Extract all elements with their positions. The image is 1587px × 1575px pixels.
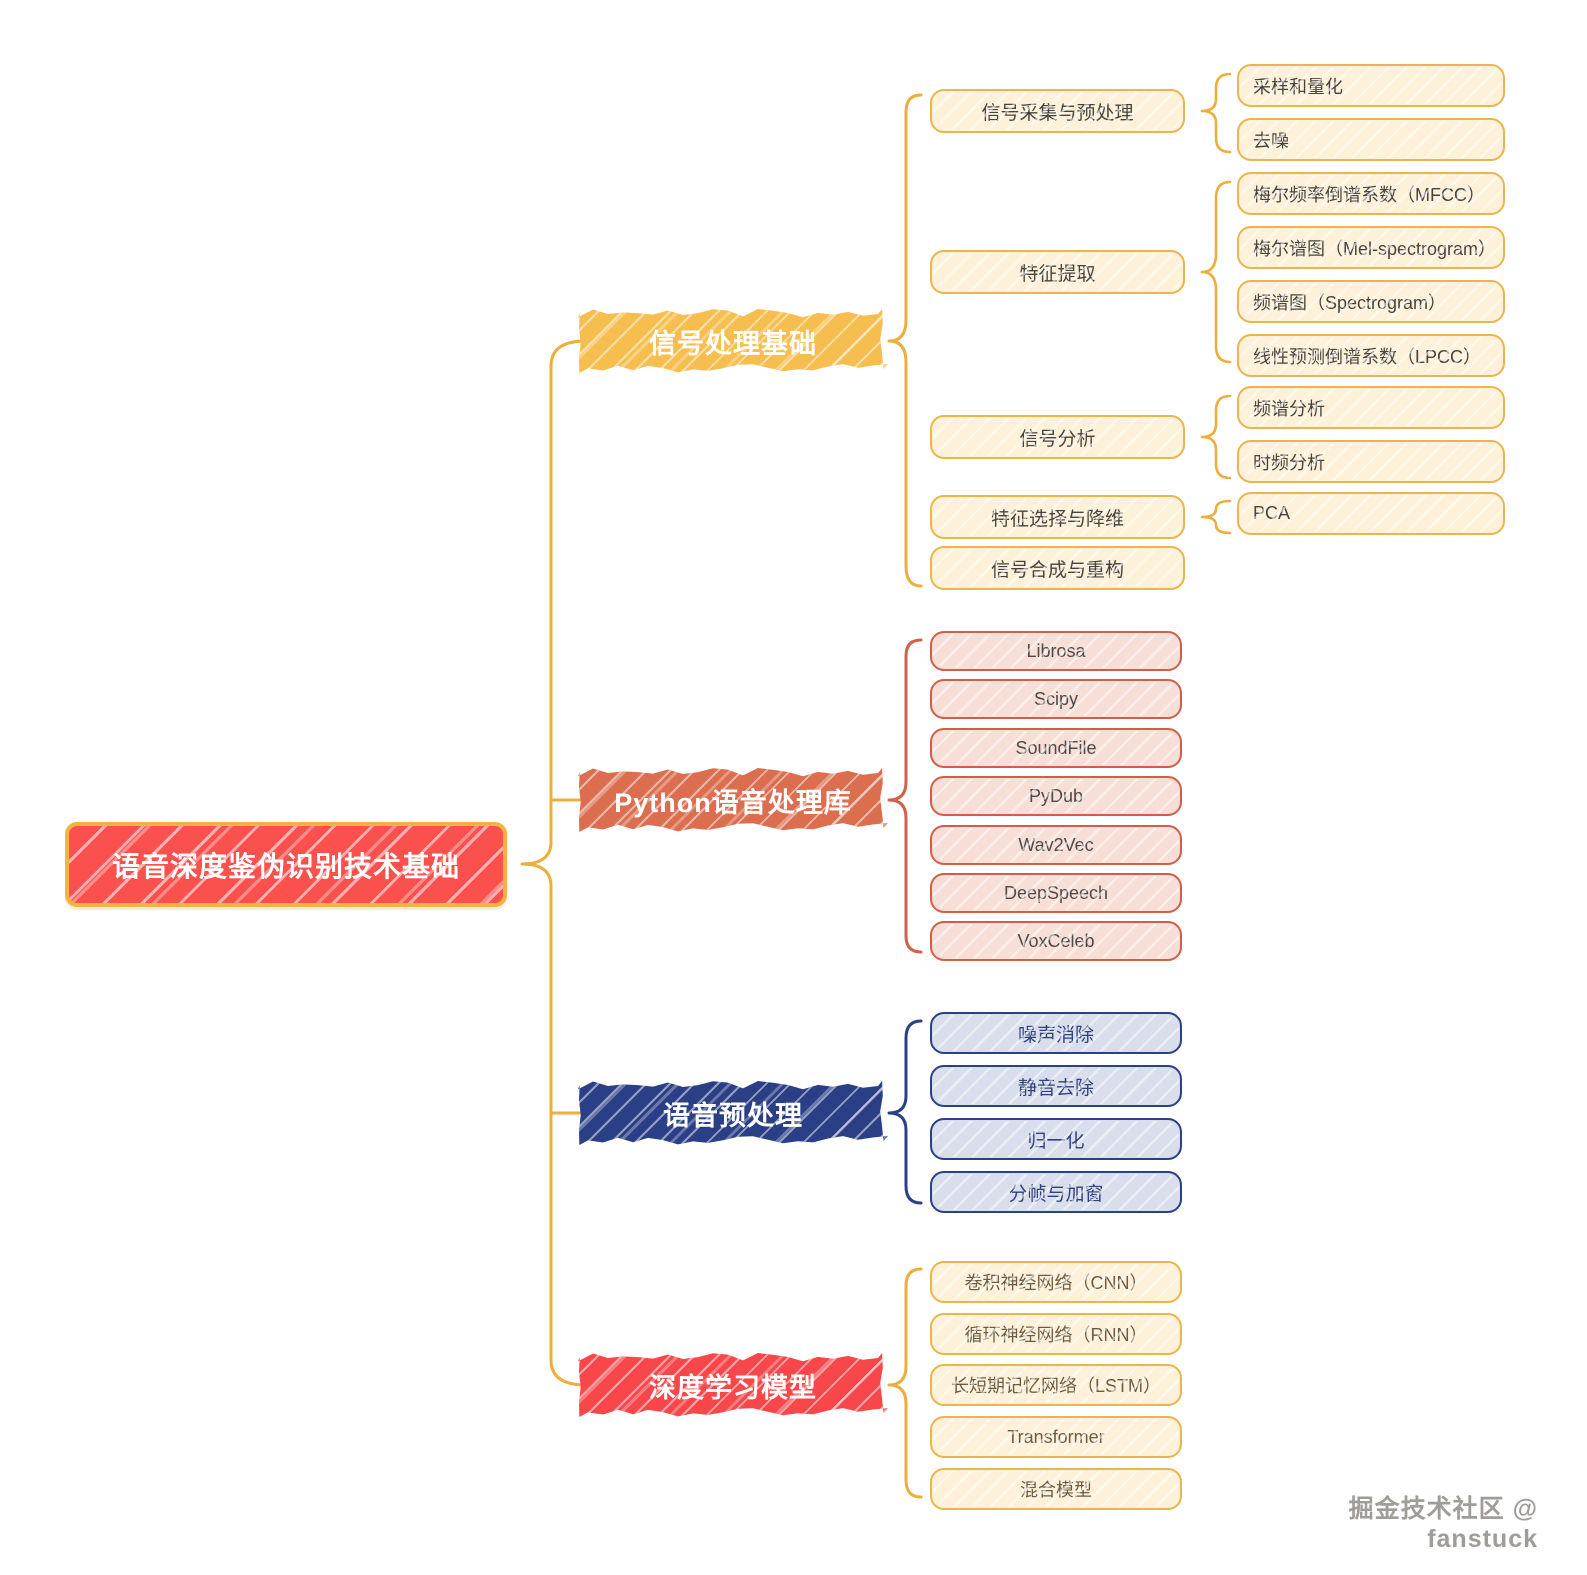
branch-deep-learning[interactable]: 深度学习模型 (578, 1353, 888, 1417)
node-spectrum-analysis[interactable]: 频谱分析 (1237, 386, 1505, 429)
node-denoise[interactable]: 去噪 (1237, 118, 1505, 161)
node-soundfile[interactable]: SoundFile (930, 728, 1182, 768)
node-spectrogram[interactable]: 频谱图（Spectrogram） (1237, 280, 1505, 323)
root-node[interactable]: 语音深度鉴伪识别技术基础 (65, 822, 507, 907)
node-wav2vec[interactable]: Wav2Vec (930, 825, 1182, 865)
watermark: 掘金技术社区 @ fanstuck (1348, 1495, 1538, 1553)
node-lpcc[interactable]: 线性预测倒谱系数（LPCC） (1237, 334, 1505, 377)
node-voxceleb[interactable]: VoxCeleb (930, 921, 1182, 961)
node-mfcc[interactable]: 梅尔频率倒谱系数（MFCC） (1237, 172, 1505, 215)
node-noise-removal[interactable]: 噪声消除 (930, 1012, 1182, 1054)
node-sampling-quantization[interactable]: 采样和量化 (1237, 64, 1505, 107)
node-deepspeech[interactable]: DeepSpeech (930, 873, 1182, 913)
node-scipy[interactable]: Scipy (930, 679, 1182, 719)
brace-signal-analysis (1200, 394, 1232, 480)
brace-feature-extraction (1200, 180, 1232, 364)
node-feature-extraction[interactable]: 特征提取 (930, 250, 1185, 294)
node-signal-analysis[interactable]: 信号分析 (930, 415, 1185, 459)
node-rnn[interactable]: 循环神经网络（RNN） (930, 1313, 1182, 1355)
node-pydub[interactable]: PyDub (930, 776, 1182, 816)
branch-speech-preprocessing[interactable]: 语音预处理 (578, 1081, 888, 1145)
node-signal-acquisition[interactable]: 信号采集与预处理 (930, 89, 1185, 133)
node-lstm[interactable]: 长短期记忆网络（LSTM） (930, 1364, 1182, 1406)
brace-python-libs (887, 638, 923, 954)
trunk-line (520, 339, 588, 1387)
node-cnn[interactable]: 卷积神经网络（CNN） (930, 1261, 1182, 1303)
node-silence-removal[interactable]: 静音去除 (930, 1065, 1182, 1107)
brace-signal-acquisition (1200, 72, 1232, 154)
node-librosa[interactable]: Librosa (930, 631, 1182, 671)
branch-signal-processing[interactable]: 信号处理基础 (578, 309, 888, 373)
node-transformer[interactable]: Transformer (930, 1416, 1182, 1458)
node-mel-spectrogram[interactable]: 梅尔谱图（Mel-spectrogram） (1237, 226, 1505, 269)
node-hybrid-model[interactable]: 混合模型 (930, 1468, 1182, 1510)
node-framing-windowing[interactable]: 分帧与加窗 (930, 1171, 1182, 1213)
node-signal-synthesis[interactable]: 信号合成与重构 (930, 546, 1185, 590)
node-pca[interactable]: PCA (1237, 492, 1505, 535)
brace-signal-processing (887, 93, 923, 588)
brace-speech-preprocessing (887, 1019, 923, 1205)
node-feature-selection[interactable]: 特征选择与降维 (930, 495, 1185, 539)
brace-deep-learning (887, 1267, 923, 1499)
branch-python-libs[interactable]: Python语音处理库 (578, 768, 888, 832)
brace-feature-selection (1200, 499, 1232, 535)
node-normalization[interactable]: 归一化 (930, 1118, 1182, 1160)
node-time-frequency-analysis[interactable]: 时频分析 (1237, 440, 1505, 483)
